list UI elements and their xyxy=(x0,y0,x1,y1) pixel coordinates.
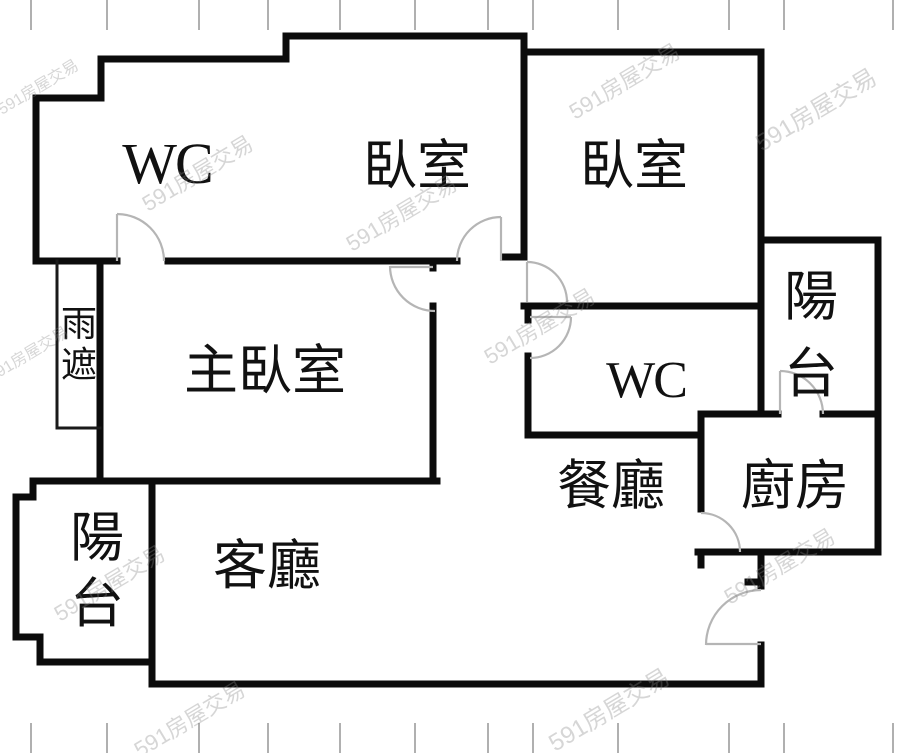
wall-topleft-outline xyxy=(32,32,528,265)
door-arc-entry xyxy=(704,588,762,646)
label-kitchen: 廚房 xyxy=(741,456,849,516)
wall-living-bottom xyxy=(148,477,765,688)
label-balcony-left-char1: 陽 xyxy=(70,508,124,568)
door-arc-bedroom-mid xyxy=(455,215,502,262)
label-master-bedroom: 主臥室 xyxy=(184,341,346,401)
ruler-ticks-top xyxy=(30,0,894,30)
door-arcs xyxy=(115,212,825,646)
door-arc-balcony-right xyxy=(779,369,825,415)
ruler-ticks-bottom xyxy=(30,723,894,753)
label-balcony-left-char2: 台 xyxy=(70,574,124,634)
label-living-room: 客廳 xyxy=(213,536,321,596)
label-bedroom-mid: 臥室 xyxy=(363,136,471,196)
door-arc-wc-right xyxy=(529,316,573,360)
room-labels: WC 臥室 臥室 主臥室 WC 餐廳 廚房 客廳 陽 台 陽 台 雨 遮 xyxy=(61,131,849,634)
label-wc-left: WC xyxy=(122,131,211,196)
door-arc-wc-left xyxy=(116,212,166,262)
watermark-text: 591房屋交易 xyxy=(751,64,882,157)
walls xyxy=(12,32,882,688)
door-arc-bedroom-right xyxy=(526,260,569,303)
watermark-text: 591房屋交易 xyxy=(130,677,250,753)
door-arc-master xyxy=(388,265,436,313)
label-wc-right: WC xyxy=(606,352,686,409)
label-balcony-right-char2: 台 xyxy=(784,344,838,404)
wall-balcony-left-outline xyxy=(12,477,156,666)
label-rain-cover-char1: 雨 xyxy=(61,304,97,344)
wall-balcony-right-outer xyxy=(694,236,882,556)
wall-bedroom-right-top-east xyxy=(520,48,765,418)
watermark-text: 591房屋交易 xyxy=(0,56,82,118)
label-rain-cover-char2: 遮 xyxy=(61,345,97,385)
watermark-text: 591房屋交易 xyxy=(544,664,675,753)
label-balcony-right-char1: 陽 xyxy=(784,267,838,327)
label-bedroom-right: 臥室 xyxy=(580,136,688,196)
wall-kitchen-top-left xyxy=(697,410,782,513)
label-dining-room: 餐廳 xyxy=(557,456,665,516)
door-arc-kitchen xyxy=(700,511,742,553)
wall-wc-right-left-bottom xyxy=(524,352,705,439)
wall-rain-cover xyxy=(55,259,102,430)
